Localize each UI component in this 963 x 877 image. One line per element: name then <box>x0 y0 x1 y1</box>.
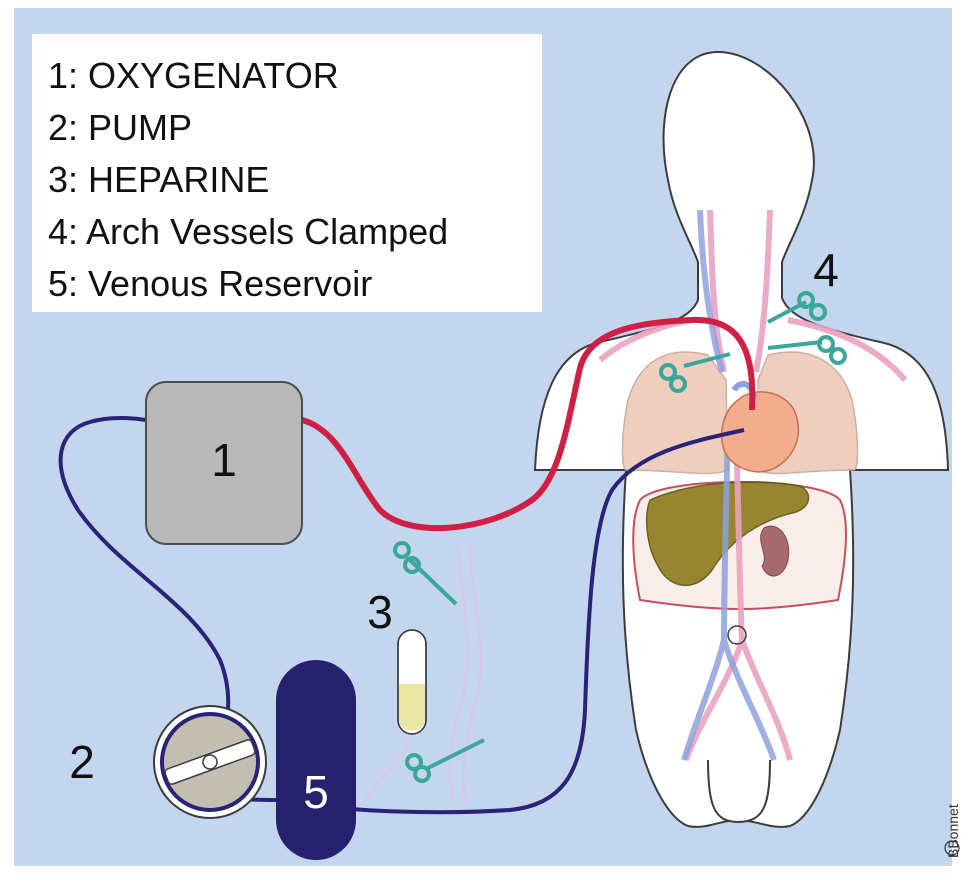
roller-pump <box>154 706 266 818</box>
reservoir-number: 5 <box>303 766 329 818</box>
oxygenator-number: 1 <box>211 434 237 486</box>
legend-item-oxygenator: 1: OXYGENATOR <box>48 50 542 102</box>
heparine-syringe <box>398 630 426 734</box>
heparine-number: 3 <box>367 586 393 638</box>
groin <box>708 760 770 822</box>
legend-item-venous-reservoir: 5: Venous Reservoir <box>48 258 542 310</box>
venous-reservoir <box>276 660 356 860</box>
legend-item-pump: 2: PUMP <box>48 102 542 154</box>
legend: 1: OXYGENATOR 2: PUMP 3: HEPARINE 4: Arc… <box>32 34 542 312</box>
pump-number: 2 <box>69 736 95 788</box>
legend-item-heparine: 3: HEPARINE <box>48 154 542 206</box>
legend-item-arch-vessels: 4: Arch Vessels Clamped <box>48 206 542 258</box>
arch-vessels-number: 4 <box>813 244 839 296</box>
